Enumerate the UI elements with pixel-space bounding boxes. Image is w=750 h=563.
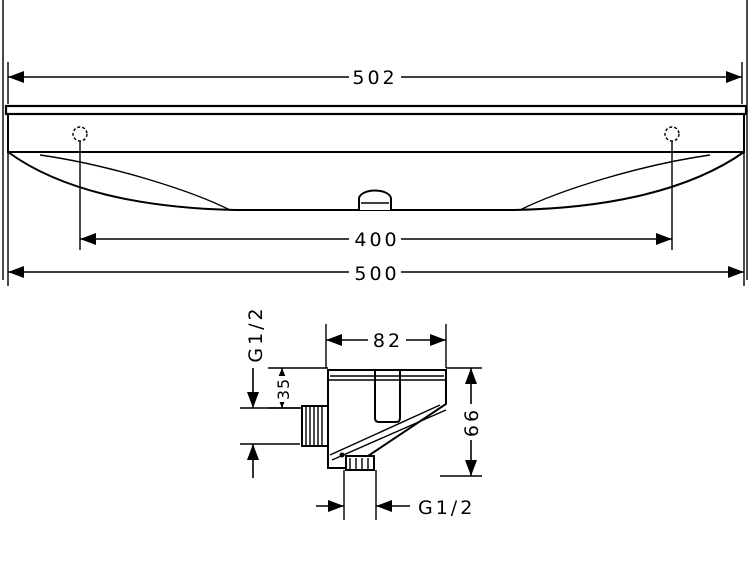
dim-label-35: 35 bbox=[274, 378, 293, 400]
dimension-400: 400 bbox=[79, 141, 673, 252]
dimension-82: 82 bbox=[325, 324, 447, 368]
connector-side-view bbox=[301, 369, 447, 471]
dimension-g12-bottom: G1/2 bbox=[316, 470, 475, 520]
dim-label-400: 400 bbox=[354, 229, 399, 251]
dimension-35: 35 bbox=[268, 367, 328, 409]
dimension-g12-side: G1/2 bbox=[240, 305, 300, 478]
dimension-502: 502 bbox=[7, 62, 743, 104]
dim-label-500: 500 bbox=[354, 263, 399, 285]
dim-label-g12-bottom: G1/2 bbox=[418, 497, 475, 519]
dimension-66: 66 bbox=[440, 367, 483, 477]
dim-label-66: 66 bbox=[461, 407, 483, 437]
dimension-500: 500 bbox=[7, 152, 745, 286]
dim-label-g12-side: G1/2 bbox=[245, 305, 267, 362]
shower-head-front-view bbox=[2, 0, 748, 280]
dim-label-502: 502 bbox=[352, 67, 397, 89]
dim-label-82: 82 bbox=[373, 330, 403, 352]
